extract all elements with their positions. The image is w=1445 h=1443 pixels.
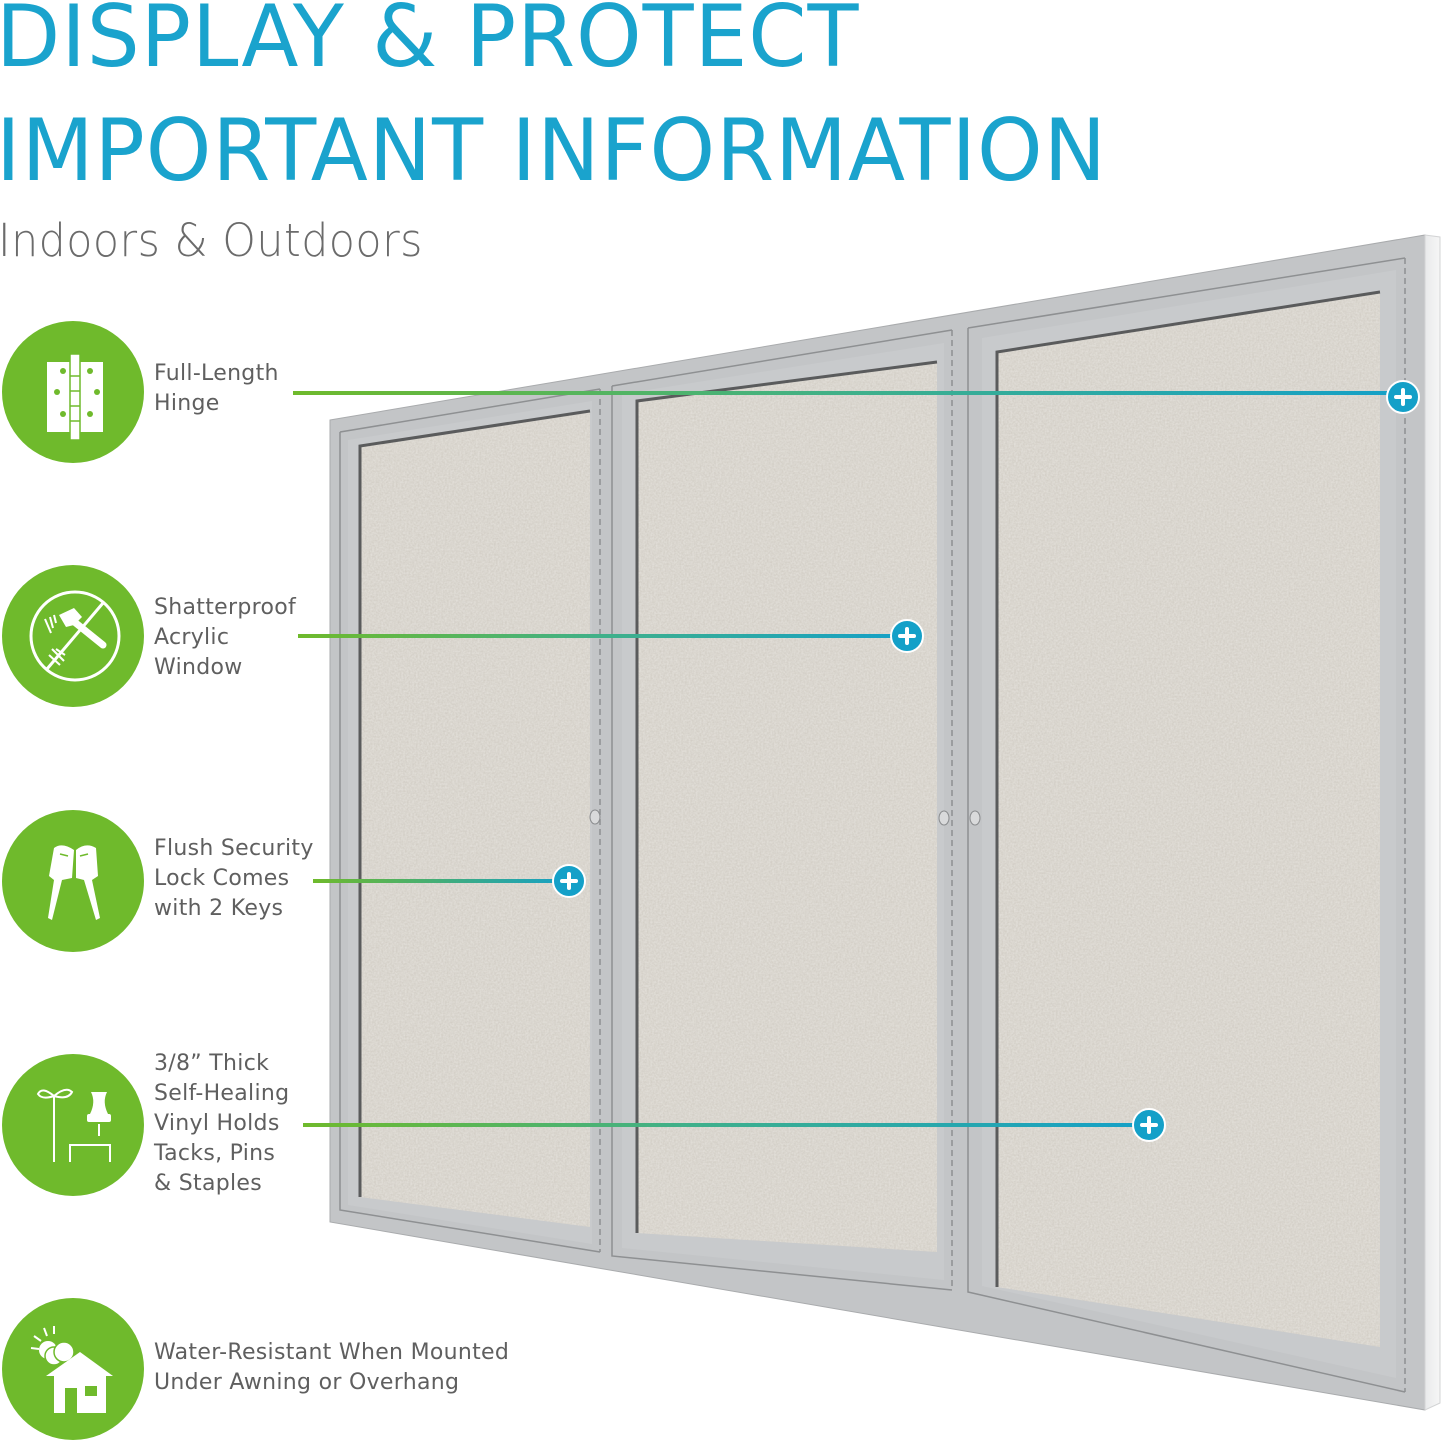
frame-side-face xyxy=(1424,234,1441,1411)
lock-icon xyxy=(589,809,981,826)
feature-lock-text: Flush Security Lock Comes with 2 Keys xyxy=(154,836,314,921)
hinge-icon xyxy=(2,321,144,463)
hotspot-lock[interactable] xyxy=(552,864,586,898)
house-weather-icon xyxy=(2,1298,144,1440)
feature-shatterproof-text: Shatterproof Acrylic Window xyxy=(154,595,297,680)
pin-staple-icon xyxy=(2,1054,144,1196)
callout-line-lock xyxy=(313,879,570,883)
hotspot-hinge[interactable] xyxy=(1386,380,1420,414)
feature-water-text: Water-Resistant When Mounted Under Awnin… xyxy=(154,1340,510,1395)
subtitle: Indoors & Outdoors xyxy=(0,214,423,267)
hotspot-shatterproof[interactable] xyxy=(890,619,924,653)
hotspot-vinyl[interactable] xyxy=(1132,1108,1166,1142)
headline-line-1: DISPLAY & PROTECT xyxy=(0,0,860,87)
headline-line-2: IMPORTANT INFORMATION xyxy=(0,101,1108,201)
keys-icon xyxy=(2,810,144,952)
callout-line-shatterproof xyxy=(298,634,908,638)
no-hammer-icon xyxy=(2,565,144,707)
cork-panel-3 xyxy=(995,290,1381,1347)
cork-panel-2 xyxy=(635,360,938,1252)
callout-line-vinyl xyxy=(303,1123,1150,1127)
feature-vinyl-text: 3/8” Thick Self-Healing Vinyl Holds Tack… xyxy=(154,1051,290,1196)
feature-hinge-text: Full-Length Hinge xyxy=(154,361,279,416)
callout-line-hinge xyxy=(293,391,1405,395)
cork-panel-1 xyxy=(358,409,591,1227)
